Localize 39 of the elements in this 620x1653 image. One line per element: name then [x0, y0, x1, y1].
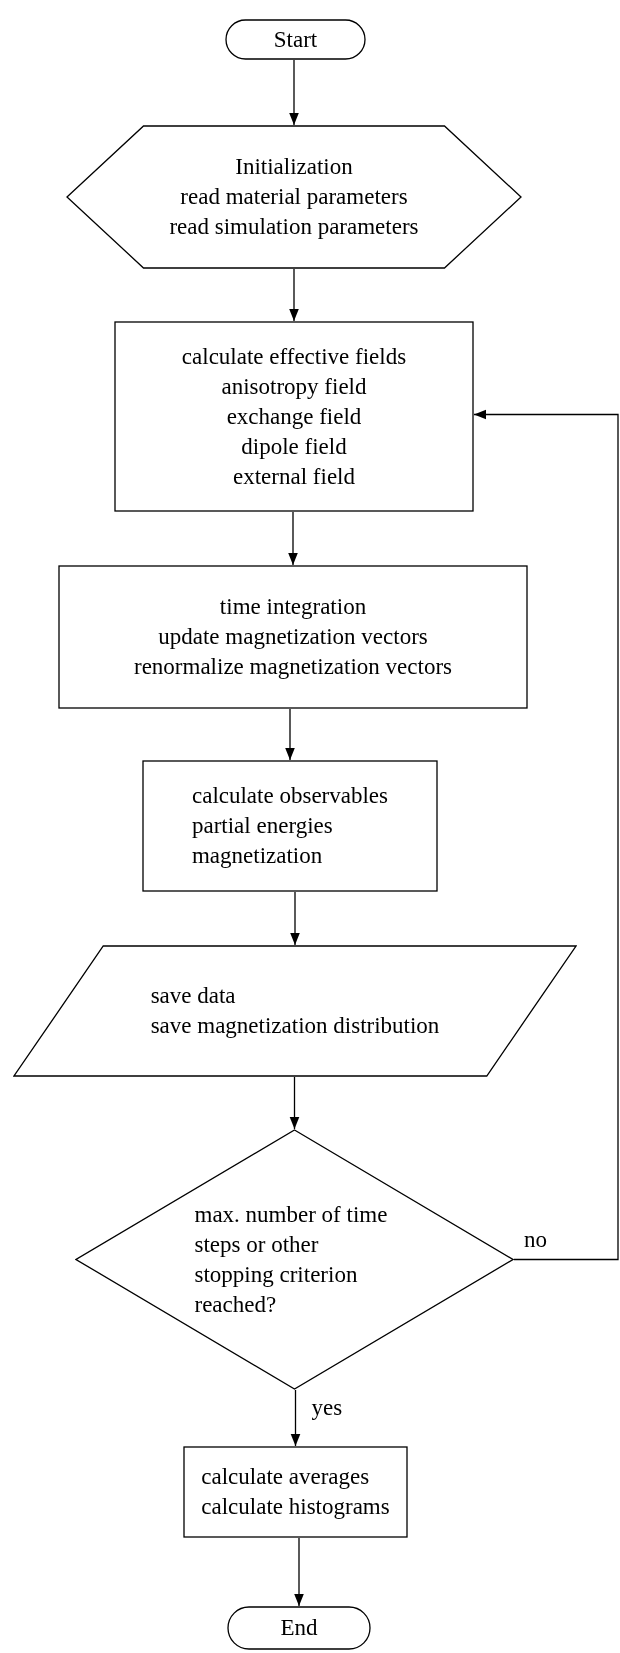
node-text: Initialization [235, 153, 353, 181]
node-text: read material parameters [180, 183, 408, 211]
process-box [114, 321, 474, 512]
terminal-node [227, 1606, 371, 1650]
node-text: external field [233, 462, 355, 491]
preparation-hexagon [66, 125, 522, 269]
node-text: read simulation parameters [169, 213, 419, 241]
process-box [58, 565, 528, 709]
node-text: save magnetization distribution [150, 1012, 440, 1040]
node-text: calculate effective fields [181, 342, 407, 371]
node-text: calculate observables [191, 782, 388, 810]
node-text: update magnetization vectors [158, 623, 428, 651]
arrow [290, 1389, 301, 1447]
arrow [473, 409, 619, 1261]
arrow [290, 891, 300, 946]
node-text: exchange field [226, 402, 362, 431]
process-box [183, 1446, 408, 1538]
node-text: anisotropy field [221, 372, 367, 401]
arrow [289, 1076, 300, 1130]
node-text: Start [273, 25, 318, 54]
node-text: calculate averages [201, 1463, 370, 1491]
node-text: calculate histograms [201, 1493, 390, 1521]
node-text: save data [150, 982, 236, 1010]
node-text: End [280, 1614, 318, 1642]
process-box [142, 760, 438, 892]
arrow [289, 59, 299, 126]
node-text: magnetization [191, 842, 323, 870]
node-text: max. number of time steps or other stopping criterion reached? [194, 1200, 389, 1319]
arrow [285, 708, 295, 761]
decision-diamond [75, 1129, 514, 1390]
terminal-node [225, 19, 366, 60]
node-text: partial energies [191, 812, 333, 840]
data-parallelogram [13, 945, 577, 1077]
arrow [288, 511, 298, 566]
node-text: time integration [219, 593, 367, 621]
arrow [294, 1537, 304, 1607]
node-text: renormalize magnetization vectors [134, 653, 452, 681]
arrow [289, 268, 299, 322]
node-text: dipole field [241, 432, 347, 461]
